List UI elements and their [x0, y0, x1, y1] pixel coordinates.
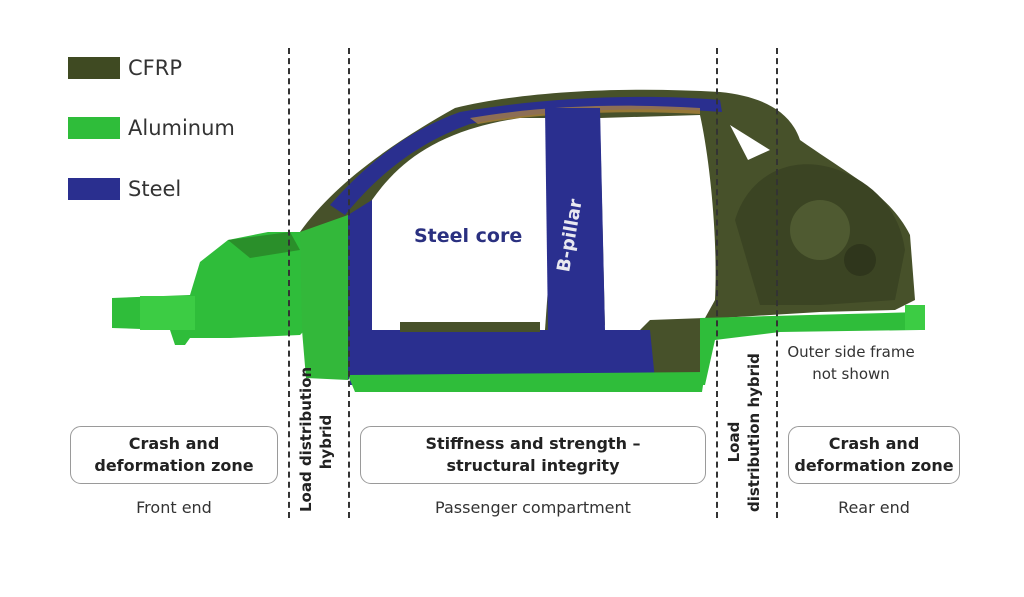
legend-item-steel: Steel: [68, 176, 181, 202]
rear-hybrid-line1: Load: [725, 421, 743, 463]
legend-swatch-aluminum: [68, 117, 120, 139]
front-hybrid-line2: hybrid: [317, 414, 335, 470]
zone-rear-title-line2: deformation zone: [794, 456, 954, 475]
legend-swatch-steel: [68, 178, 120, 200]
front-aluminum-structure: [112, 215, 348, 380]
zone-middle-title-line2: structural integrity: [446, 456, 620, 475]
legend-item-aluminum: Aluminum: [68, 115, 235, 141]
steel-core-label: Steel core: [414, 225, 523, 247]
divider-rear-hybrid-left: [716, 48, 718, 518]
zone-label-rear-hybrid: Load distribution hybrid: [724, 353, 768, 512]
zone-box-rear: Crash and deformation zone: [788, 426, 960, 484]
zone-rear-title-line1: Crash and: [828, 434, 920, 453]
legend-item-cfrp: CFRP: [68, 55, 182, 81]
zone-caption-rear: Rear end: [838, 498, 910, 517]
zone-caption-middle: Passenger compartment: [435, 498, 631, 517]
divider-front-hybrid-right: [348, 48, 350, 518]
rear-hybrid-line2: distribution hybrid: [745, 353, 763, 512]
aluminum-sill: [348, 305, 925, 392]
zone-caption-front: Front end: [136, 498, 212, 517]
legend-label-aluminum: Aluminum: [128, 116, 235, 140]
zone-middle-title-line1: Stiffness and strength –: [425, 434, 641, 453]
zone-front-title-line2: deformation zone: [94, 456, 254, 475]
zone-front-title-line1: Crash and: [128, 434, 220, 453]
legend-label-cfrp: CFRP: [128, 56, 182, 80]
divider-rear-hybrid-right: [776, 48, 778, 518]
steel-core: [348, 108, 655, 385]
zone-box-middle: Stiffness and strength – structural inte…: [360, 426, 706, 484]
legend-swatch-cfrp: [68, 57, 120, 79]
zone-box-front: Crash and deformation zone: [70, 426, 278, 484]
divider-front-hybrid-left: [288, 48, 290, 518]
outer-side-frame-line2: not shown: [812, 365, 890, 383]
zone-label-front-hybrid: Load distribution hybrid: [296, 366, 340, 512]
outer-side-frame-line1: Outer side frame: [787, 343, 915, 361]
legend-label-steel: Steel: [128, 177, 182, 201]
front-hybrid-line1: Load distribution: [297, 366, 315, 512]
outer-side-frame-note: Outer side frame not shown: [786, 341, 916, 385]
